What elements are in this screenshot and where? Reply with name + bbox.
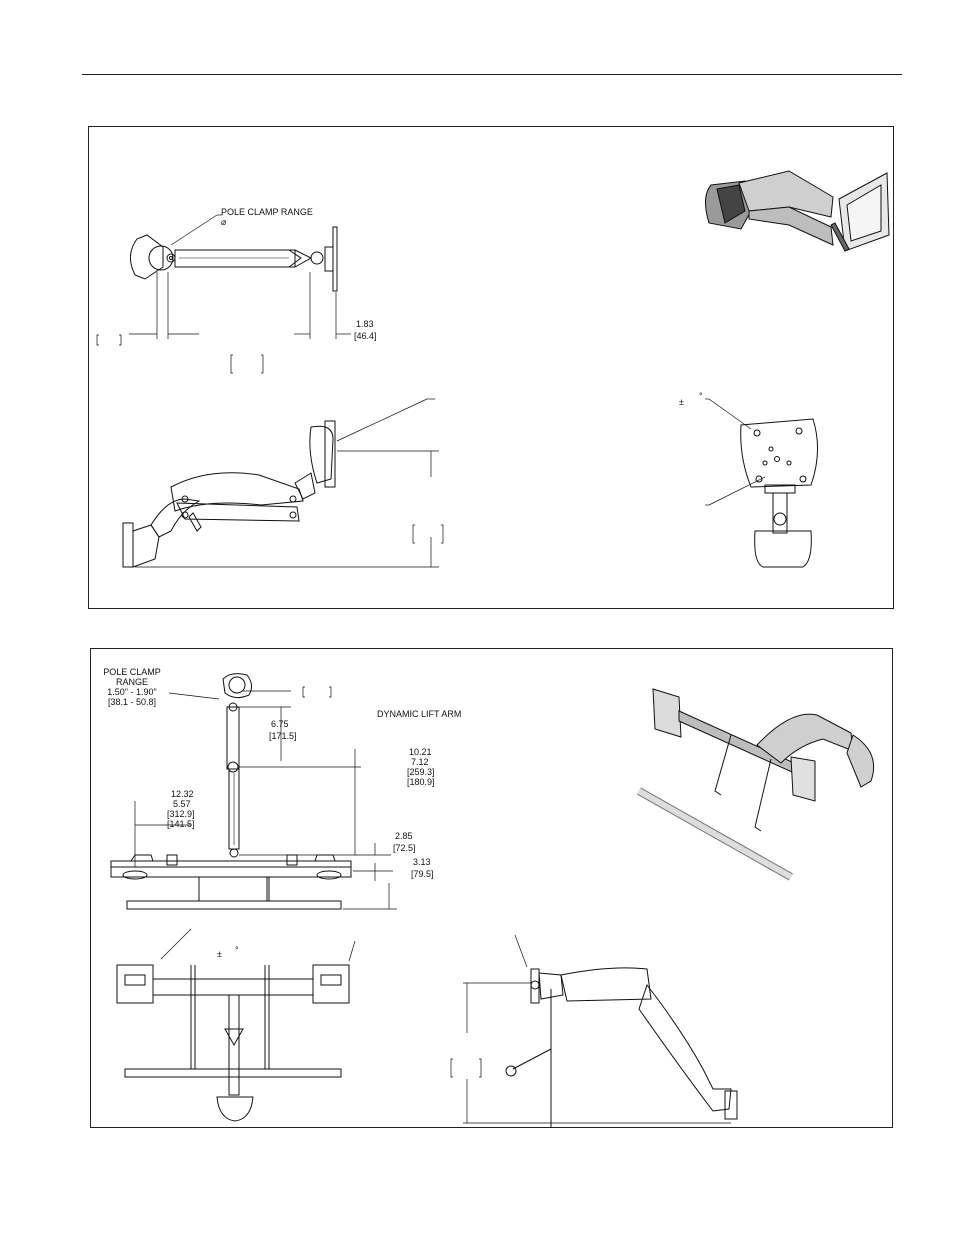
- dual-arm-top-view: [110, 673, 352, 910]
- dim-259-3: [259.3]: [407, 767, 435, 777]
- dynamic-lift-arm-label: DYNAMIC LIFT ARM: [377, 709, 462, 719]
- plusminus-symbol: ±: [679, 397, 684, 407]
- pole-clamp-top-view: [130, 234, 176, 280]
- dimension-lines-top: [129, 214, 351, 339]
- dim-46-4: [46.4]: [354, 331, 377, 341]
- pole-clamp-mm: [38.1 - 50.8]: [107, 697, 157, 707]
- dual-arm-drawing: [110, 673, 875, 1127]
- single-arm-drawing: [96, 170, 890, 568]
- dim-171-5: [171.5]: [269, 731, 297, 741]
- dual-arm-drawing-panel: POLE CLAMP RANGE 1.50" - 1.90" [38.1 - 5…: [90, 648, 893, 1128]
- dim-72-5: [72.5]: [393, 843, 416, 853]
- dim-1-83: 1.83: [356, 319, 374, 329]
- dim-312-9: [312.9]: [167, 809, 195, 819]
- arm-top-view: [174, 226, 338, 292]
- pole-clamp-line2: RANGE: [115, 677, 148, 687]
- single-arm-drawing-panel: POLE CLAMP RANGE ⌀ 1.83 [46.4] ± °: [88, 126, 894, 609]
- dim-79-5: [79.5]: [411, 869, 434, 879]
- dual-arm-perspective-render: [637, 688, 875, 881]
- dual-front-view: [116, 928, 356, 1122]
- degree-symbol-2: °: [235, 945, 239, 955]
- dim-6-75: 6.75: [271, 719, 289, 729]
- dim-7-12: 7.12: [411, 757, 429, 767]
- pole-clamp-line1: POLE CLAMP: [103, 667, 161, 677]
- dimension-lines-side-dual: [463, 982, 731, 1124]
- arm-side-view: [122, 420, 336, 568]
- dimension-lines-top-dual: [134, 690, 397, 910]
- dim-3-13: 3.13: [413, 857, 431, 867]
- plusminus-symbol-2: ±: [217, 949, 222, 959]
- diameter-symbol: ⌀: [221, 217, 227, 227]
- pole-clamp-range-label: POLE CLAMP RANGE: [221, 207, 313, 217]
- vesa-plate-front-view: [705, 398, 819, 568]
- dim-5-57: 5.57: [173, 799, 191, 809]
- dim-180-9: [180.9]: [407, 777, 435, 787]
- degree-symbol: °: [699, 391, 703, 401]
- pole-clamp-inch: 1.50" - 1.90": [107, 687, 157, 697]
- dimension-lines-side: [135, 398, 439, 568]
- dim-10-21: 10.21: [409, 747, 432, 757]
- header-rule: [82, 74, 902, 75]
- dim-2-85: 2.85: [395, 831, 413, 841]
- dim-141-5: [141.5]: [167, 819, 195, 829]
- arm-perspective-render: [705, 170, 890, 252]
- dual-side-view: [505, 934, 738, 1127]
- dim-12-32: 12.32: [171, 789, 194, 799]
